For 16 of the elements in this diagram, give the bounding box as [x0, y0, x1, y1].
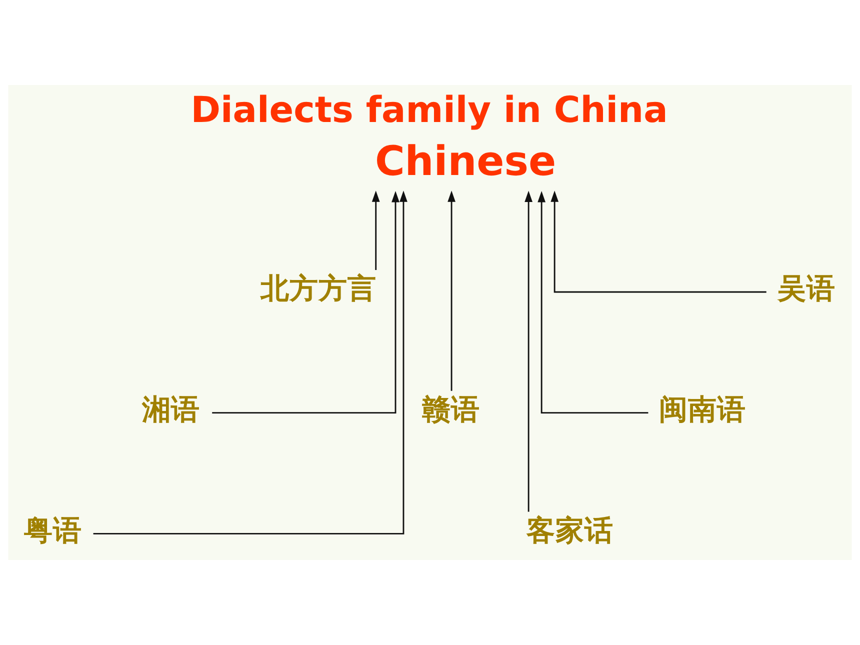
node-text: 湘语	[142, 392, 200, 426]
arrow	[212, 190, 400, 414]
diagram-title: Dialects family in China	[190, 90, 668, 132]
arrow	[93, 190, 408, 534]
arrow	[372, 190, 380, 270]
node-text: 闽南语	[659, 392, 746, 426]
node-text: Chinese	[374, 136, 556, 185]
arrow	[448, 190, 456, 391]
node-text: 粤语	[24, 512, 82, 547]
arrow	[524, 190, 532, 512]
node-text: 赣语	[422, 392, 480, 426]
node-text: 北方方言	[260, 271, 377, 306]
arrow	[550, 190, 766, 293]
node-text: 吴语	[778, 271, 836, 306]
arrow	[538, 190, 648, 414]
node-text: 客家话	[526, 512, 614, 547]
